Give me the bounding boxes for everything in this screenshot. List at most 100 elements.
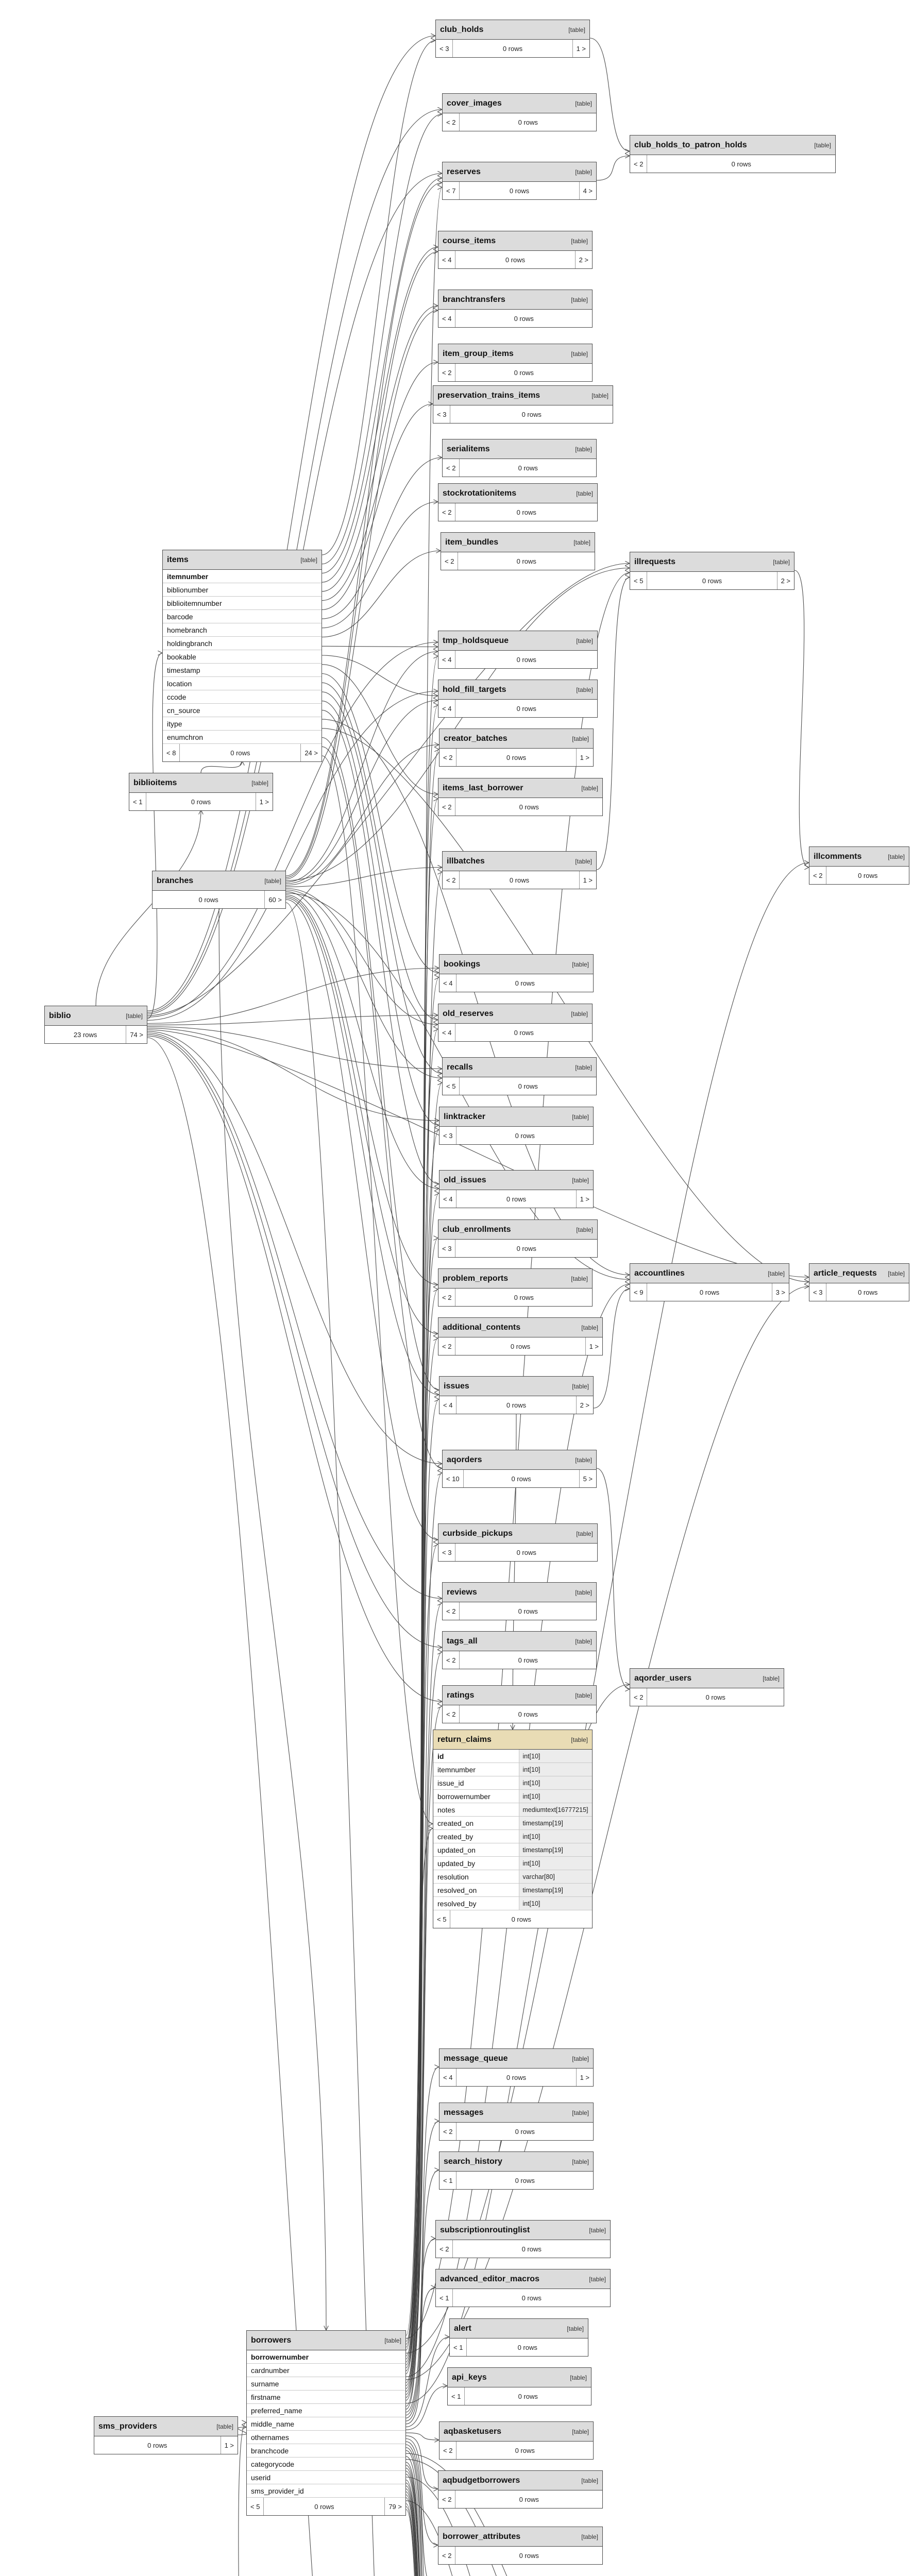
table-header-advanced_editor_macros[interactable]: advanced_editor_macros[table]	[436, 2269, 610, 2289]
parent-tables-count[interactable]: < 5	[630, 572, 648, 589]
parent-tables-count[interactable]: < 2	[438, 2490, 456, 2508]
table-header-tmp_holdsqueue[interactable]: tmp_holdsqueue[table]	[438, 631, 597, 651]
table-header-club_holds_to_patron_holds[interactable]: club_holds_to_patron_holds[table]	[630, 135, 835, 155]
table-header-article_requests[interactable]: article_requests[table]	[809, 1264, 909, 1283]
table-header-item_bundles[interactable]: item_bundles[table]	[441, 533, 595, 552]
table-header-ratings[interactable]: ratings[table]	[443, 1686, 596, 1705]
child-tables-count[interactable]: 1 >	[576, 749, 593, 766]
parent-tables-count[interactable]: < 2	[438, 2547, 456, 2564]
table-header-reserves[interactable]: reserves[table]	[443, 162, 596, 182]
table-header-aqbudgetborrowers[interactable]: aqbudgetborrowers[table]	[438, 2471, 602, 2490]
parent-tables-count[interactable]: < 3	[439, 1127, 457, 1144]
table-header-borrower_attributes[interactable]: borrower_attributes[table]	[438, 2527, 602, 2547]
table-header-biblioitems[interactable]: biblioitems[table]	[129, 773, 273, 793]
parent-tables-count[interactable]: < 2	[809, 867, 827, 884]
table-header-message_queue[interactable]: message_queue[table]	[439, 2049, 593, 2069]
parent-tables-count[interactable]: < 7	[443, 182, 460, 199]
parent-tables-count[interactable]: < 2	[443, 459, 460, 477]
parent-tables-count[interactable]: < 1	[439, 2172, 457, 2189]
table-header-alert[interactable]: alert[table]	[450, 2319, 588, 2338]
table-header-preservation_trains_items[interactable]: preservation_trains_items[table]	[433, 386, 613, 405]
table-header-club_holds[interactable]: club_holds[table]	[436, 20, 589, 40]
child-tables-count[interactable]: 5 >	[579, 1470, 596, 1487]
parent-tables-count[interactable]: < 4	[438, 700, 456, 717]
parent-tables-count[interactable]: < 5	[433, 1910, 451, 1928]
table-header-biblio[interactable]: biblio[table]	[45, 1006, 147, 1026]
parent-tables-count[interactable]: < 2	[439, 2442, 457, 2459]
child-tables-count[interactable]: 1 >	[585, 1337, 602, 1355]
parent-tables-count[interactable]: < 2	[439, 2123, 457, 2140]
parent-tables-count[interactable]: < 2	[439, 749, 457, 766]
child-tables-count[interactable]: 60 >	[264, 891, 285, 908]
table-header-subscriptionroutinglist[interactable]: subscriptionroutinglist[table]	[436, 2221, 610, 2240]
parent-tables-count[interactable]: < 8	[163, 744, 180, 761]
table-header-branchtransfers[interactable]: branchtransfers[table]	[438, 290, 592, 310]
parent-tables-count[interactable]: < 1	[129, 793, 147, 810]
parent-tables-count[interactable]: < 3	[438, 1240, 456, 1257]
parent-tables-count[interactable]: < 2	[438, 1289, 456, 1306]
table-header-serialitems[interactable]: serialitems[table]	[443, 439, 596, 459]
table-header-aqbasketusers[interactable]: aqbasketusers[table]	[439, 2422, 593, 2442]
table-header-aqorders[interactable]: aqorders[table]	[443, 1450, 596, 1470]
table-header-creator_batches[interactable]: creator_batches[table]	[439, 729, 593, 749]
child-tables-count[interactable]: 74 >	[126, 1026, 147, 1043]
child-tables-count[interactable]: 79 >	[384, 2498, 405, 2515]
child-tables-count[interactable]: 2 >	[576, 1396, 593, 1414]
table-header-items_last_borrower[interactable]: items_last_borrower[table]	[438, 778, 602, 798]
table-header-old_issues[interactable]: old_issues[table]	[439, 1171, 593, 1190]
table-header-course_items[interactable]: course_items[table]	[438, 231, 592, 251]
parent-tables-count[interactable]: < 2	[630, 1688, 648, 1706]
parent-tables-count[interactable]: < 4	[439, 1190, 457, 1208]
parent-tables-count[interactable]: < 10	[443, 1470, 464, 1487]
child-tables-count[interactable]: 4 >	[579, 182, 596, 199]
parent-tables-count[interactable]: < 5	[443, 1077, 460, 1095]
parent-tables-count[interactable]: < 2	[436, 2240, 453, 2258]
table-header-issues[interactable]: issues[table]	[439, 1377, 593, 1396]
table-header-illbatches[interactable]: illbatches[table]	[443, 852, 596, 871]
table-header-cover_images[interactable]: cover_images[table]	[443, 94, 596, 113]
parent-tables-count[interactable]: < 2	[443, 113, 460, 131]
table-header-reviews[interactable]: reviews[table]	[443, 1583, 596, 1602]
table-header-search_history[interactable]: search_history[table]	[439, 2152, 593, 2172]
child-tables-count[interactable]: 24 >	[300, 744, 322, 761]
parent-tables-count[interactable]: < 3	[809, 1283, 827, 1301]
parent-tables-count[interactable]: < 2	[443, 871, 460, 889]
table-header-sms_providers[interactable]: sms_providers[table]	[94, 2417, 238, 2436]
child-tables-count[interactable]: 2 >	[574, 251, 592, 268]
parent-tables-count[interactable]: < 3	[433, 405, 451, 423]
table-header-aqorder_users[interactable]: aqorder_users[table]	[630, 1669, 784, 1688]
table-header-club_enrollments[interactable]: club_enrollments[table]	[438, 1220, 597, 1240]
table-header-linktracker[interactable]: linktracker[table]	[439, 1107, 593, 1127]
parent-tables-count[interactable]: < 2	[438, 364, 456, 381]
table-header-hold_fill_targets[interactable]: hold_fill_targets[table]	[438, 680, 597, 700]
